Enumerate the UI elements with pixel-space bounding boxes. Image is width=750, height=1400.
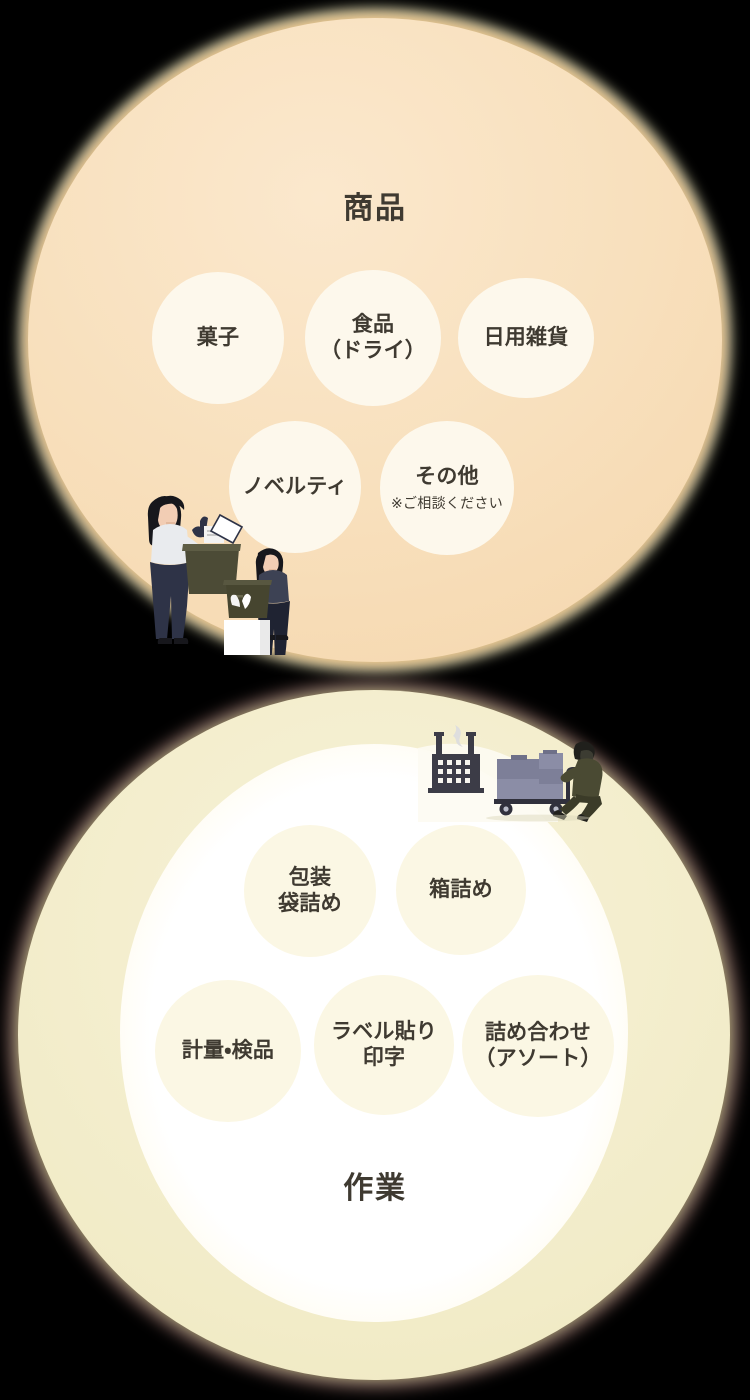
product-bubble-zakka-label: 日用雑貨 xyxy=(483,326,569,350)
work-bubble-assort-label-line2: （アソート） xyxy=(474,1047,602,1070)
product-bubble-other[interactable]: その他 ※ご相談ください xyxy=(380,421,514,555)
work-bubble-assort-label-line1: 詰め合わせ xyxy=(484,1021,592,1045)
work-bubble-housou-label-line1: 包装 xyxy=(288,866,332,890)
work-bubble-housou-label-line2: 袋詰め xyxy=(278,892,342,915)
work-bubble-assort[interactable]: 詰め合わせ （アソート） xyxy=(462,975,614,1117)
work-bubble-hako[interactable]: 箱詰め xyxy=(396,825,526,955)
product-bubble-shokuhin-label-line2: （ドライ） xyxy=(319,339,427,362)
product-bubble-shokuhin[interactable]: 食品 （ドライ） xyxy=(305,270,441,406)
work-bubble-housou[interactable]: 包装 袋詰め xyxy=(244,825,376,957)
work-bubble-keiryo[interactable]: 計量・検品 xyxy=(155,980,301,1122)
work-bubble-label[interactable]: ラベル貼り 印字 xyxy=(314,975,454,1115)
product-bubble-shokuhin-label-line1: 食品 xyxy=(351,313,395,337)
work-bubble-hako-label: 箱詰め xyxy=(429,878,493,902)
product-bubble-novelty-label: ノベルティ xyxy=(242,475,348,499)
work-bubble-label-line1: ラベル貼り xyxy=(330,1020,438,1044)
two-women-carrying-boxes-illustration xyxy=(128,483,308,664)
product-bubble-zakka[interactable]: 日用雑貨 xyxy=(458,278,594,398)
product-bubble-other-label: その他 xyxy=(415,465,479,489)
product-bubble-kashi[interactable]: 菓子 xyxy=(152,272,284,404)
product-bubble-other-note: ※ご相談ください xyxy=(391,494,503,511)
work-bubble-label-line2: 印字 xyxy=(362,1046,406,1069)
product-section-title: 商品 xyxy=(343,192,407,225)
factory-and-worker-pushing-cart-illustration xyxy=(418,722,630,822)
work-bubble-keiryo-label: 計量・検品 xyxy=(181,1039,275,1063)
work-section-title: 作業 xyxy=(343,1172,407,1205)
product-bubble-kashi-label: 菓子 xyxy=(196,326,240,350)
product-bubble-novelty[interactable]: ノベルティ xyxy=(229,421,361,553)
